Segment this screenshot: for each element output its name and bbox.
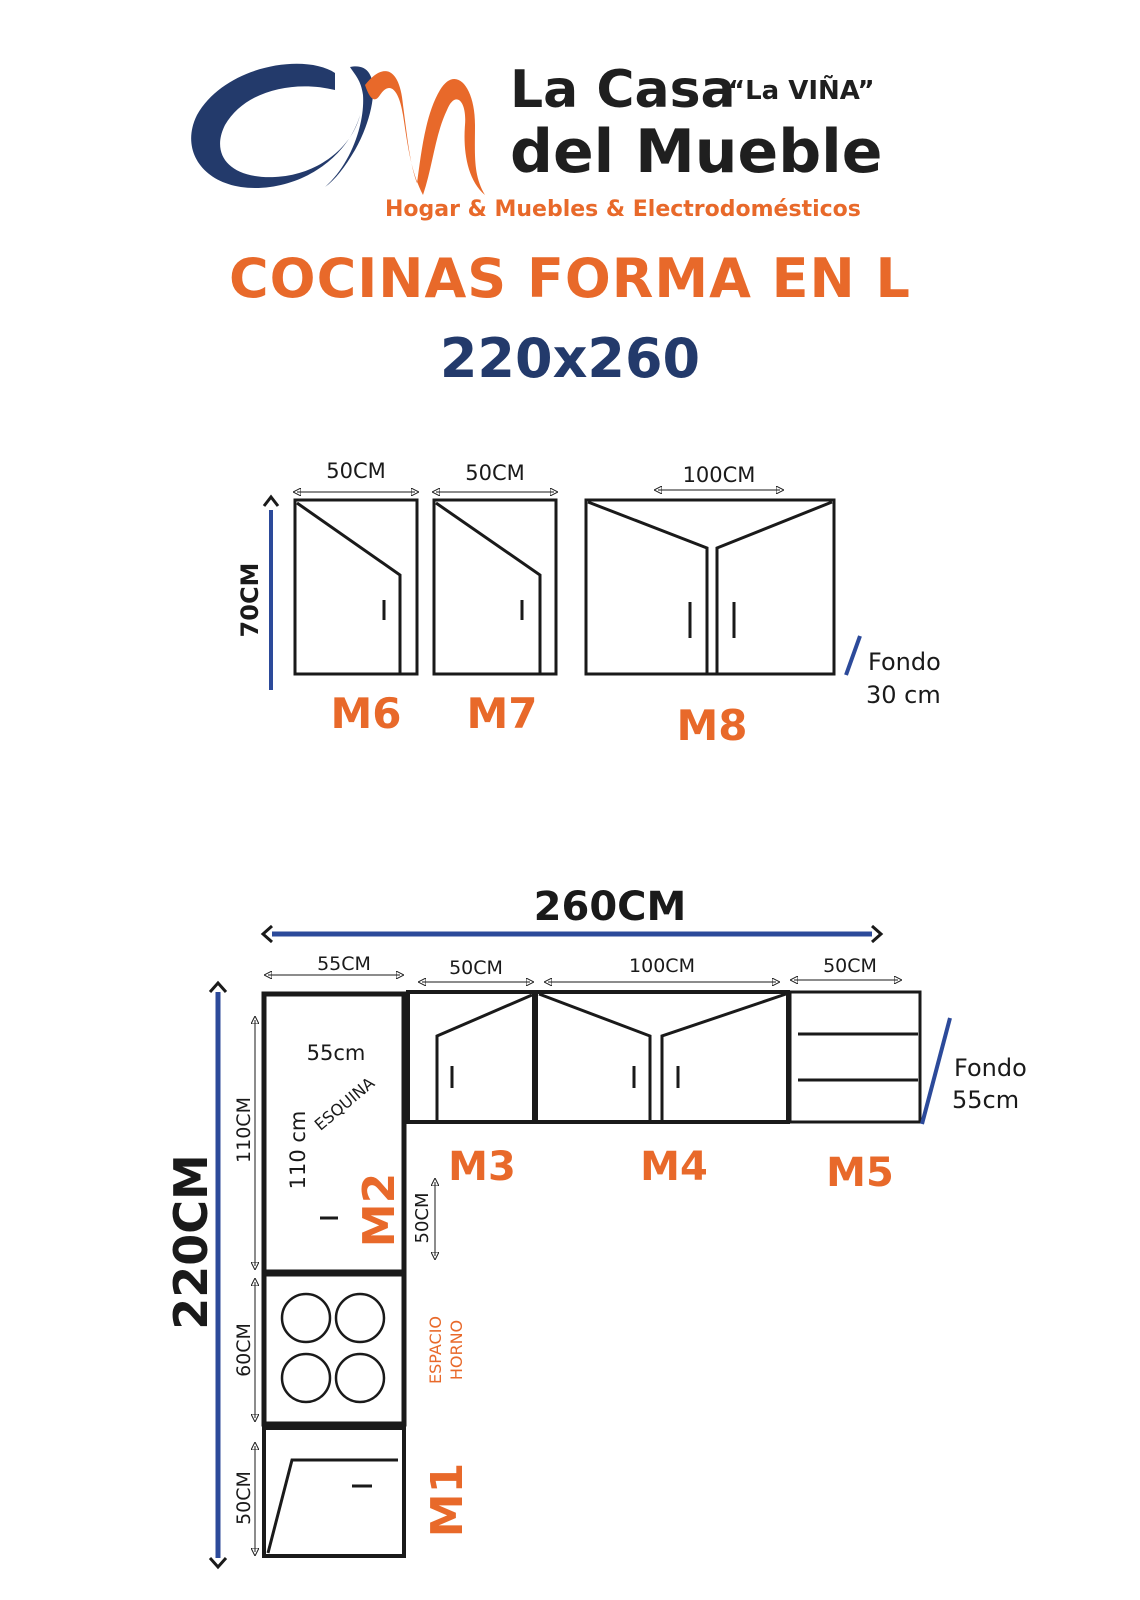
m3-side-label: 50CM xyxy=(412,1192,433,1243)
lower-cabinets xyxy=(208,924,952,1570)
m6-width-label: 50CM xyxy=(326,459,386,483)
m5-width-label: 50CM xyxy=(823,955,877,977)
m8-label: M8 xyxy=(676,701,747,750)
m4-width-label: 100CM xyxy=(629,955,695,977)
oven-label-1: ESPACIO xyxy=(426,1316,445,1384)
cabinet-m7 xyxy=(434,492,556,676)
total-width-label: 260CM xyxy=(534,884,687,930)
upper-cabinets xyxy=(262,490,862,690)
m3-label: M3 xyxy=(448,1144,516,1190)
m4-label: M4 xyxy=(640,1144,708,1190)
upper-fondo-label: Fondo xyxy=(868,648,941,676)
m8-width-label: 100CM xyxy=(683,463,756,487)
m7-width-label: 50CM xyxy=(465,461,525,485)
brand-line-1: La Casa xyxy=(510,60,736,120)
brand-tagline: Hogar & Muebles & Electrodomésticos xyxy=(385,197,861,222)
cabinet-m5 xyxy=(788,980,922,1124)
upper-height-label: 70CM xyxy=(236,563,264,638)
cabinet-m4 xyxy=(534,982,790,1124)
lower-fondo-label: Fondo xyxy=(954,1054,1027,1082)
cabinet-m8 xyxy=(584,490,836,676)
m2-label: M2 xyxy=(354,1173,405,1247)
cabinet-m6 xyxy=(295,492,417,676)
m2-inner-height-label: 110 cm xyxy=(286,1111,310,1190)
oven-label-2: HORNO xyxy=(447,1320,466,1380)
cabinet-m1 xyxy=(255,1426,406,1558)
m1-height-label: 50CM xyxy=(233,1471,255,1525)
oven-space xyxy=(255,1271,407,1427)
lower-depth-line xyxy=(920,1017,952,1125)
m6-label: M6 xyxy=(330,689,401,738)
m5-label: M5 xyxy=(826,1150,894,1196)
lower-fondo-value: 55cm xyxy=(952,1086,1019,1114)
oven-height-label: 60CM xyxy=(233,1323,255,1377)
total-height-label: 220CM xyxy=(164,1154,218,1330)
page-title: COCINAS FORMA EN L xyxy=(229,247,911,310)
brand-logo-mark xyxy=(191,63,485,195)
m7-label: M7 xyxy=(466,689,537,738)
upper-fondo-value: 30 cm xyxy=(866,681,941,709)
m1-label: M1 xyxy=(422,1463,473,1537)
m2-inner-width-label: 55cm xyxy=(307,1041,366,1065)
page-subtitle: 220x260 xyxy=(439,327,701,390)
upper-depth-line xyxy=(844,635,862,676)
m3-width-label: 50CM xyxy=(449,957,503,979)
m2-corner-label: ESQUINA xyxy=(311,1073,379,1134)
brand-line-2: del Mueble xyxy=(510,117,883,187)
brand-vina: “La VIÑA” xyxy=(728,76,875,106)
m2-width-label: 55CM xyxy=(317,953,371,975)
m2-height-label: 110CM xyxy=(233,1097,255,1163)
